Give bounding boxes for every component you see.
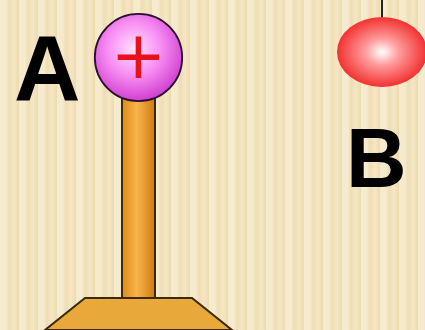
hanging-ball — [337, 17, 425, 87]
thread — [381, 0, 383, 18]
charged-sphere: + — [93, 12, 184, 103]
charge-sign: + — [111, 23, 166, 89]
insulating-rod — [122, 98, 155, 300]
stand-base — [45, 298, 232, 330]
object-label: A — [14, 22, 80, 114]
object-label: B — [346, 116, 407, 200]
